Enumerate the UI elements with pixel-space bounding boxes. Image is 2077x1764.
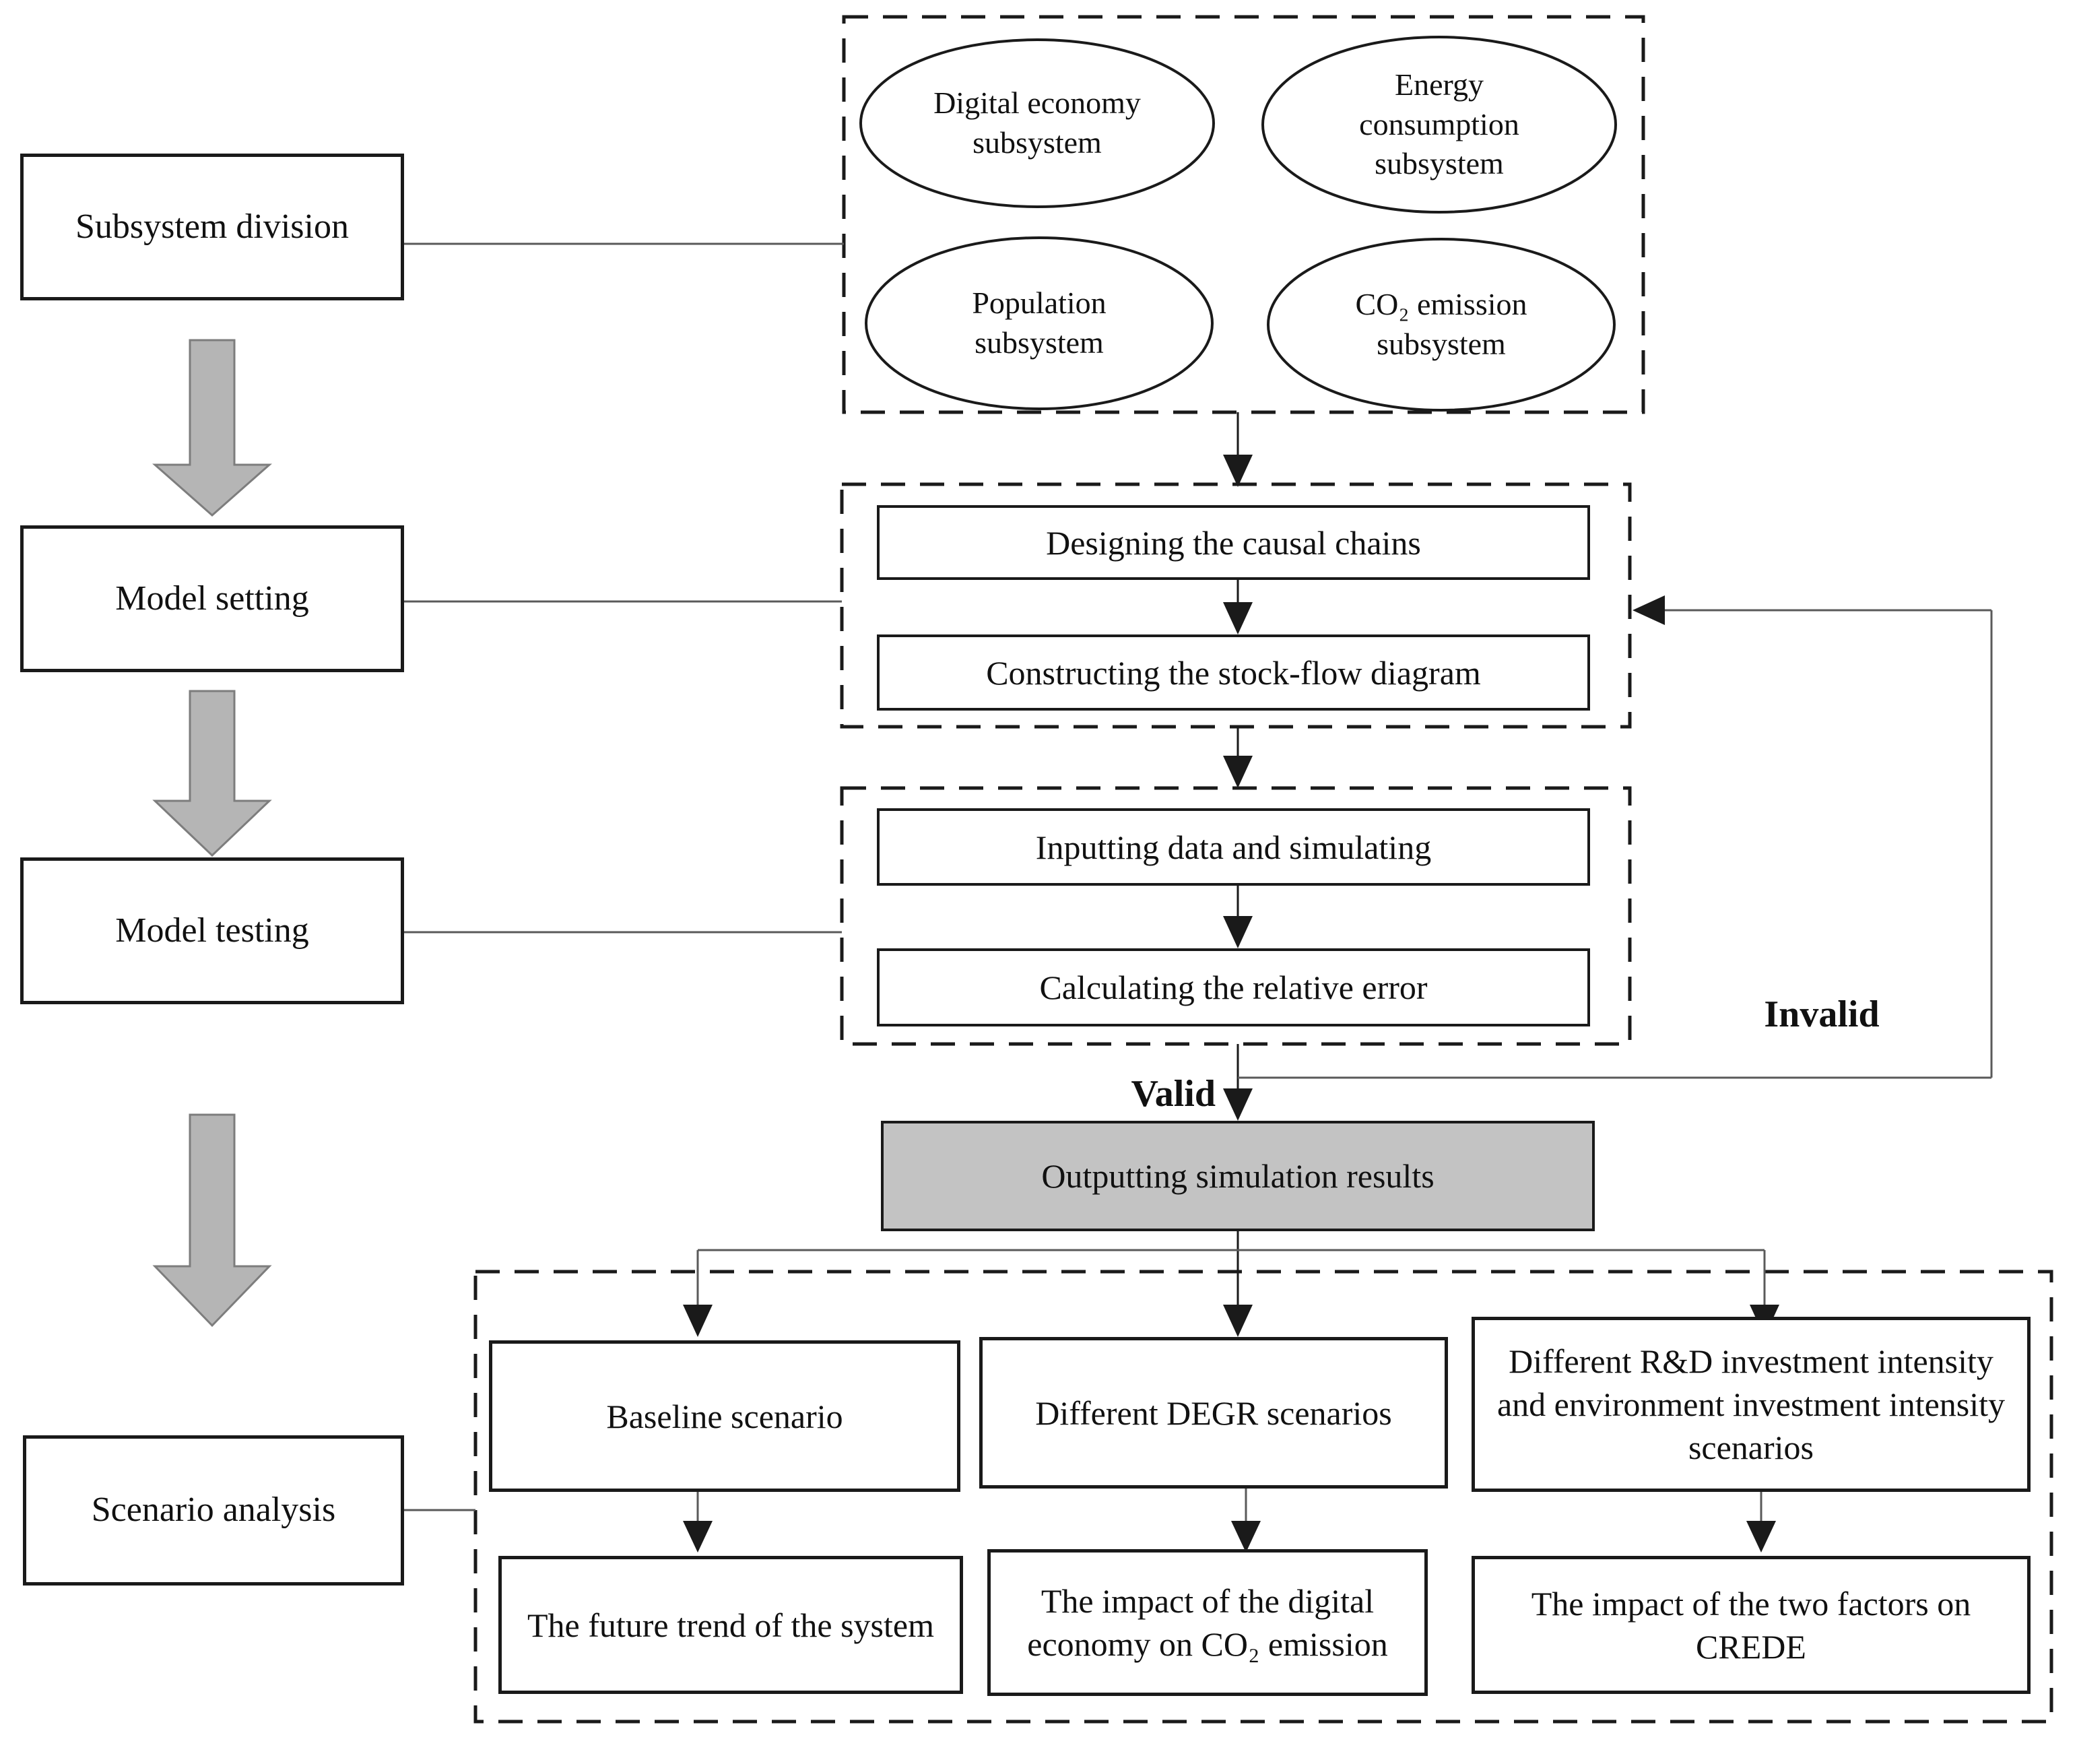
scenario-rd-investment-box: Different R&D investment intensity and e… [1472,1317,2031,1492]
subsystem-co2-emission-label: CO₂ emission subsystem [1307,256,1576,393]
arrowhead-degr-result [1231,1521,1261,1553]
stage-label: Model testing [115,911,309,950]
ellipse-text: Population subsystem [972,286,1107,360]
result-text: The impact of the digital economy on CO₂… [1027,1582,1388,1663]
arrowhead-subsystems-to-model-setting [1223,455,1253,487]
feedback-loop-line [1238,609,1993,1079]
valid-label: Valid [1071,1072,1216,1117]
scenario-text: Different R&D investment intensity and e… [1496,1342,2006,1466]
step-constructing-stock-flow-diagram: Constructing the stock-flow diagram [877,634,1590,711]
stage-label: Model setting [115,579,309,618]
arrowhead-to-model-testing-group [1223,756,1253,788]
subsystem-population-label: Population subsystem [928,255,1150,392]
arrowhead-invalid-to-model-setting [1633,595,1665,625]
scenario-degr-box: Different DEGR scenarios [979,1337,1448,1489]
result-text: The future trend of the system [527,1606,934,1644]
arrowhead-rd-result [1746,1521,1776,1553]
invalid-label: Invalid [1724,991,1919,1039]
stage-model-setting: Model setting [20,525,404,672]
step-calculating-relative-error: Calculating the relative error [877,948,1590,1026]
result-two-factors-crede-box: The impact of the two factors on CREDE [1472,1556,2031,1694]
valid-text: Valid [1131,1073,1216,1115]
scenario-baseline-box: Baseline scenario [489,1340,960,1492]
block-arrow-stage2-to-stage3 [152,690,272,857]
step-text: Designing the causal chains [1046,523,1421,562]
scenario-text: Baseline scenario [606,1397,843,1435]
output-simulation-results-box: Outputting simulation results [881,1121,1595,1231]
stage-subsystem-division: Subsystem division [20,154,404,300]
arrowhead-baseline-result [683,1521,713,1553]
step-text: Inputting data and simulating [1035,828,1432,866]
subsystem-energy-consumption-label: Energy consumption subsystem [1328,37,1550,212]
stage-scenario-analysis: Scenario analysis [23,1435,404,1586]
ellipse-digital-economy-subsystem [859,38,1215,208]
arrowhead-valid-to-output [1223,1088,1253,1121]
ellipse-co2-emission-subsystem [1267,238,1616,412]
ellipse-population-subsystem [865,236,1214,410]
stage-label: Subsystem division [75,207,349,246]
block-arrow-stage3-to-stage4 [152,1113,272,1328]
result-digital-economy-co2-box: The impact of the digital economy on CO₂… [987,1549,1428,1696]
invalid-text: Invalid [1764,993,1880,1036]
arrowhead-branch-degr [1223,1305,1253,1337]
ellipse-text: CO₂ emission subsystem [1355,287,1527,361]
scenario-text: Different DEGR scenarios [1035,1394,1392,1432]
step-designing-causal-chains: Designing the causal chains [877,505,1590,580]
step-inputting-data-simulating: Inputting data and simulating [877,808,1590,886]
ellipse-text: Energy consumption subsystem [1359,67,1519,181]
ellipse-text: Digital economy subsystem [933,86,1141,160]
stage-model-testing: Model testing [20,857,404,1004]
step-text: Calculating the relative error [1039,969,1428,1006]
output-text: Outputting simulation results [1041,1157,1435,1195]
result-future-trend-box: The future trend of the system [498,1556,963,1694]
dashed-group-model-testing [840,786,1632,1046]
stage-label: Scenario analysis [91,1491,336,1530]
subsystem-digital-economy-label: Digital economy subsystem [896,54,1179,193]
result-text: The impact of the two factors on CREDE [1531,1584,1971,1666]
arrowhead-branch-baseline [683,1305,713,1337]
dashed-group-scenario-analysis [473,1270,2053,1724]
dashed-group-model-setting [840,482,1632,729]
block-arrow-stage1-to-stage2 [152,339,272,517]
ellipse-energy-consumption-subsystem [1261,36,1617,214]
arrowhead-designing-to-constructing [1223,602,1253,634]
arrowhead-inputting-to-calculating [1223,916,1253,948]
scenario-branch-line [696,1249,1766,1522]
step-text: Constructing the stock-flow diagram [986,653,1481,692]
dashed-group-subsystem-division [842,15,1645,414]
